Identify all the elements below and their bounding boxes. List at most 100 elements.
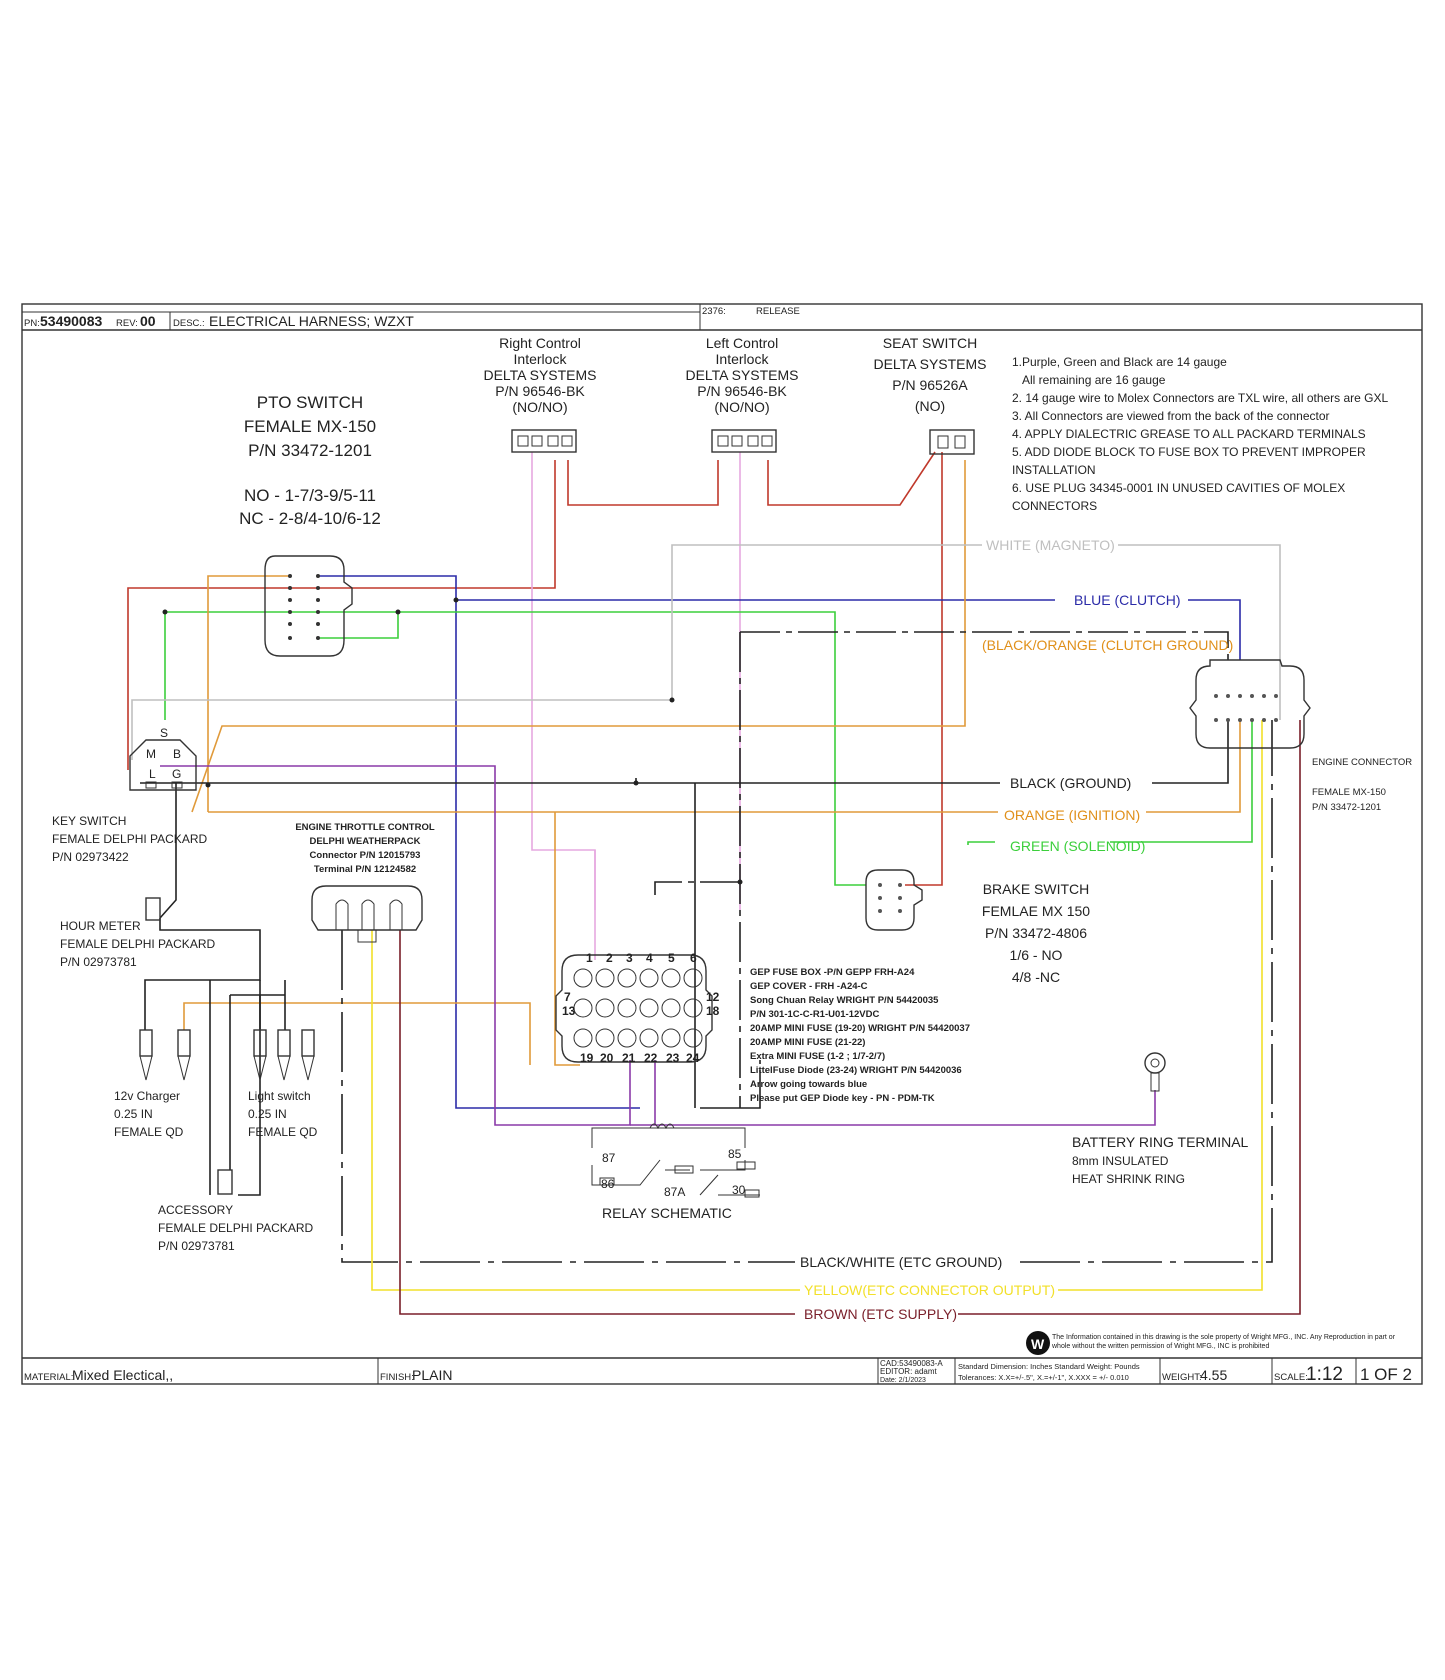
component-label: FEMLAE MX 150 <box>982 903 1090 919</box>
engine-throttle-control: ENGINE THROTTLE CONTROL DELPHI WEATHERPA… <box>295 822 435 943</box>
etc-ground-label: BLACK/WHITE (ETC GROUND) <box>800 1254 1002 1270</box>
connector-shell <box>511 429 577 453</box>
connector-shell <box>264 555 353 657</box>
yellow-wire <box>371 720 1263 1291</box>
left-control-interlock: Left Control Interlock DELTA SYSTEMS P/N… <box>685 335 799 453</box>
component-label: 1/6 - NO <box>1010 947 1063 963</box>
fuse-box-notes: GEP FUSE BOX -P/N GEPP FRH-A24 GEP COVER… <box>750 967 970 1104</box>
note-line: 2. 14 gauge wire to Molex Connectors are… <box>1012 391 1389 405</box>
connector-shell <box>145 897 161 921</box>
note-line: 4. APPLY DIALECTRIC GREASE TO ALL PACKAR… <box>1012 427 1366 441</box>
fuse-pin-label: 19 <box>580 1051 594 1065</box>
connector-shell <box>929 429 975 455</box>
component-label: FEMALE MX-150 <box>1312 787 1386 798</box>
component-label: P/N 96526A <box>892 377 968 393</box>
fuse-note: Song Chuan Relay WRIGHT P/N 54420035 <box>750 995 939 1006</box>
white-wire <box>131 544 982 760</box>
tolerances: Tolerances: X.X=+/-.5", X.=+/-1", X.XXX … <box>958 1373 1129 1382</box>
component-label: P/N 96546-BK <box>697 383 787 399</box>
connector-shell <box>311 885 423 931</box>
component-label: PTO SWITCH <box>257 393 363 412</box>
connector-shell <box>711 429 777 453</box>
material-label: MATERIAL: <box>24 1372 73 1383</box>
pin-s-label: S <box>160 726 168 740</box>
engine-pins <box>1214 694 1278 722</box>
fuse-pin-label: 12 <box>706 990 720 1004</box>
fuse-box: 1 2 3 4 5 6 7 13 12 18 19 20 21 22 23 24 <box>555 951 720 1065</box>
standard-dimensions: Standard Dimension: Inches Standard Weig… <box>958 1362 1140 1371</box>
pin-l-label: L <box>149 767 156 781</box>
green-wire <box>164 611 399 720</box>
component-label: P/N 02973781 <box>60 955 137 969</box>
fuse-pin-label: 7 <box>564 990 571 1004</box>
component-label: ACCESSORY <box>158 1203 233 1217</box>
black-wire <box>229 995 261 1196</box>
splices <box>162 597 743 885</box>
component-label: P/N 33472-4806 <box>985 925 1087 941</box>
component-label: P/N 02973422 <box>52 850 129 864</box>
fuse-note: 20AMP MINI FUSE (21-22) <box>750 1037 865 1048</box>
etc-output-label: YELLOW(ETC CONNECTOR OUTPUT) <box>804 1282 1055 1298</box>
brown-wire <box>399 720 1301 1315</box>
pto-nc-logic: NC - 2-8/4-10/6-12 <box>239 509 381 528</box>
fuse-pin-label: 13 <box>562 1004 576 1018</box>
fuse-pin-label: 21 <box>622 1051 636 1065</box>
scale-label: SCALE: <box>1274 1372 1308 1383</box>
note-line: 3. All Connectors are viewed from the ba… <box>1012 409 1330 423</box>
key-switch: S M B L G KEY SWITCH FEMALE DELPHI PACKA… <box>52 726 207 864</box>
component-label: Terminal P/N 12124582 <box>314 864 416 875</box>
component-label: 8mm INSULATED <box>1072 1154 1169 1168</box>
component-label: P/N 33472-1201 <box>248 441 372 460</box>
component-label: ENGINE CONNECTOR <box>1312 757 1412 768</box>
component-label: FEMALE QD <box>248 1125 318 1139</box>
component-label: KEY SWITCH <box>52 814 126 828</box>
component-label: 0.25 IN <box>248 1107 287 1121</box>
component-label: FEMALE MX-150 <box>244 417 376 436</box>
weight-value: 4.55 <box>1200 1367 1227 1383</box>
engine-connector: ENGINE CONNECTOR FEMALE MX-150 P/N 33472… <box>1189 659 1412 813</box>
component-label: Light switch <box>248 1089 311 1103</box>
pink-wire <box>531 452 596 910</box>
release-status: RELEASE <box>756 306 800 317</box>
blue-wire <box>1188 599 1241 660</box>
black-wire <box>140 720 1229 784</box>
component-label: 12v Charger <box>114 1089 180 1103</box>
sheet-number: 1 OF 2 <box>1360 1365 1412 1384</box>
relay-schematic: 87 85 86 87A 30 RELAY SCHEMATIC <box>591 1123 760 1221</box>
component-label: HEAT SHRINK RING <box>1072 1172 1185 1186</box>
clutch-ground-label: (BLACK/ORANGE (CLUTCH GROUND) <box>982 637 1233 653</box>
black-orange-wire <box>654 881 740 900</box>
fuse-note: 20AMP MINI FUSE (19-20) WRIGHT P/N 54420… <box>750 1023 970 1034</box>
fuse-note: LittelFuse Diode (23-24) WRIGHT P/N 5442… <box>750 1065 962 1076</box>
fuse-pin-label: 4 <box>646 951 653 965</box>
connector-shell <box>129 739 197 791</box>
relay-title: RELAY SCHEMATIC <box>602 1205 732 1221</box>
general-notes: 1.Purple, Green and Black are 14 gauge A… <box>1012 355 1389 513</box>
ring-terminal-icon <box>1144 1052 1166 1074</box>
component-label: DELPHI WEATHERPACK <box>309 836 420 847</box>
component-label: Interlock <box>514 351 568 367</box>
green-solenoid-label: GREEN (SOLENOID) <box>1010 838 1145 854</box>
connector-shell <box>217 1169 233 1195</box>
fuse-pin-label: 6 <box>690 951 697 965</box>
fuse-pin-label: 23 <box>666 1051 680 1065</box>
light-switch-terminals: Light switch 0.25 IN FEMALE QD <box>248 1029 318 1139</box>
fuse-note: GEP FUSE BOX -P/N GEPP FRH-A24 <box>750 967 915 978</box>
rev-label: REV: <box>116 318 138 329</box>
pn-label: PN: <box>24 318 40 329</box>
material-value: Mixed Electical,, <box>72 1367 173 1383</box>
relay-pin-label: 87A <box>664 1185 685 1199</box>
seat-switch: SEAT SWITCH DELTA SYSTEMS P/N 96526A (NO… <box>873 335 987 455</box>
fuse-note: Arrow going towards blue <box>750 1079 867 1090</box>
disclaimer-line-1: The Information contained in this drawin… <box>1052 1334 1396 1341</box>
wright-logo-icon <box>1026 1331 1050 1355</box>
hour-meter: HOUR METER FEMALE DELPHI PACKARD P/N 029… <box>60 897 215 969</box>
fuse-box-shell <box>555 954 713 1063</box>
drawing-frame <box>21 303 1423 1385</box>
note-line: 6. USE PLUG 34345-0001 IN UNUSED CAVITIE… <box>1012 481 1345 495</box>
fuse-pin-label: 22 <box>644 1051 658 1065</box>
drawing-date: Date: 2/1/2023 <box>880 1377 926 1384</box>
relay-pin-label: 85 <box>728 1147 742 1161</box>
accessory-connector: ACCESSORY FEMALE DELPHI PACKARD P/N 0297… <box>158 1169 313 1253</box>
